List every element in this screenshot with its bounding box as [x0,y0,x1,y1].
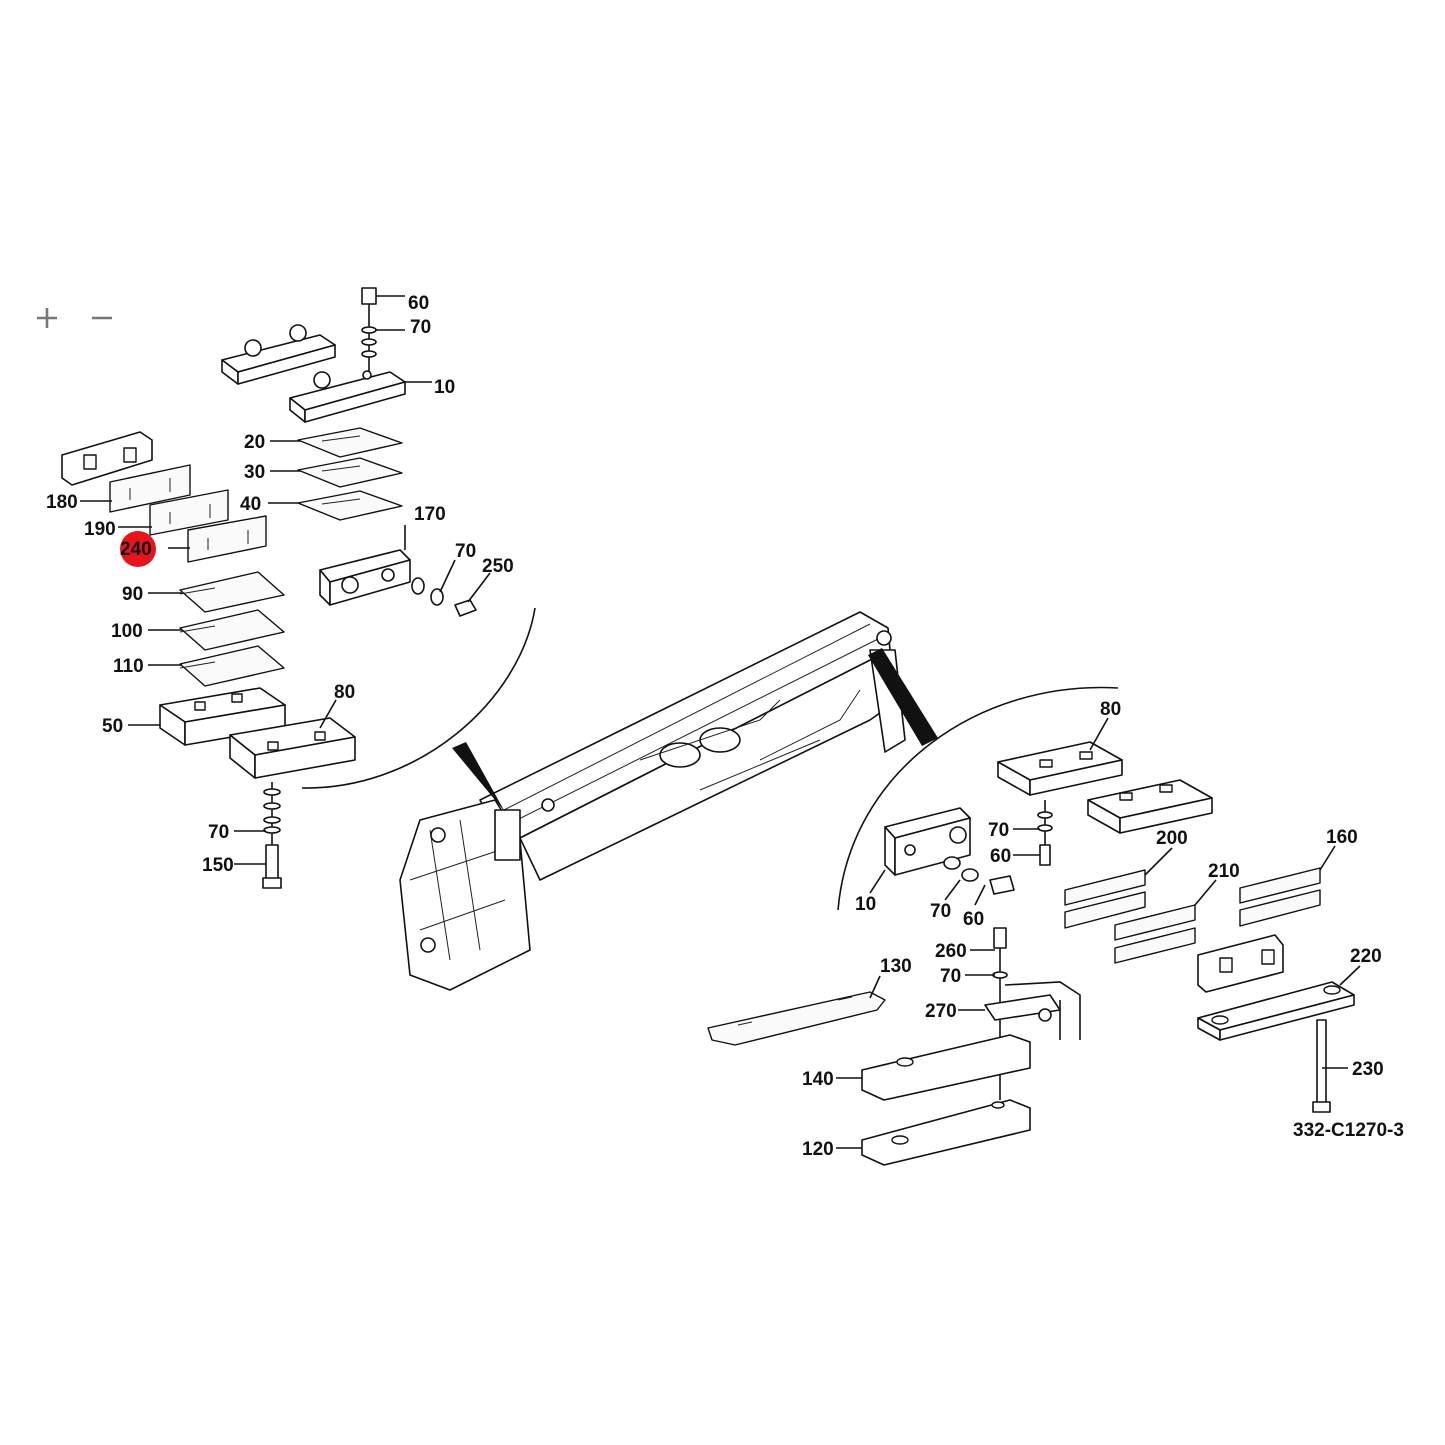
callout-90[interactable]: 90 [122,584,143,605]
crane-boom-illustration [399,611,906,991]
callout-270[interactable]: 270 [925,1001,957,1022]
callout-70[interactable]: 70 [455,541,476,562]
callout-50[interactable]: 50 [102,716,123,737]
figure-code-label: 332-C1270-3 [1293,1120,1404,1141]
callout-190[interactable]: 190 [84,519,116,540]
callout-150[interactable]: 150 [202,855,234,876]
callout-40[interactable]: 40 [240,494,261,515]
callout-240[interactable]: 240 [120,539,152,560]
highlight-marker[interactable] [120,531,156,567]
minus-icon [92,316,112,320]
callout-120[interactable]: 120 [802,1139,834,1160]
callout-70[interactable]: 70 [208,822,229,843]
callout-70[interactable]: 70 [988,820,1009,841]
callout-60[interactable]: 60 [408,293,429,314]
callout-140[interactable]: 140 [802,1069,834,1090]
callout-220[interactable]: 220 [1350,946,1382,967]
callout-130[interactable]: 130 [880,956,912,977]
callout-80[interactable]: 80 [334,682,355,703]
callout-70[interactable]: 70 [930,901,951,922]
callout-80[interactable]: 80 [1100,699,1121,720]
right-detail-parts [707,741,1355,1166]
callout-250[interactable]: 250 [482,556,514,577]
callout-160[interactable]: 160 [1326,827,1358,848]
callout-10[interactable]: 10 [855,894,876,915]
callout-180[interactable]: 180 [46,492,78,513]
callout-200[interactable]: 200 [1156,828,1188,849]
zoom-out-button[interactable] [82,298,122,338]
plus-icon [37,308,57,328]
callout-60[interactable]: 60 [963,909,984,930]
callouts-right: 80 70 60 200 160 10 70 60 210 260 70 270… [802,699,1384,1160]
callout-170[interactable]: 170 [414,504,446,525]
callout-70[interactable]: 70 [940,966,961,987]
detail-leader-left [301,607,536,812]
callout-10[interactable]: 10 [434,377,455,398]
leader-lines [80,295,1361,1149]
callout-210[interactable]: 210 [1208,861,1240,882]
callout-20[interactable]: 20 [244,432,265,453]
callouts-left: 60 70 10 20 30 40 180 190 240 170 70 250… [46,293,514,876]
callout-100[interactable]: 100 [111,621,143,642]
callout-230[interactable]: 230 [1352,1059,1384,1080]
callout-70[interactable]: 70 [410,317,431,338]
zoom-in-button[interactable] [27,298,67,338]
callout-110[interactable]: 110 [113,656,144,677]
left-detail-parts [61,287,477,889]
callout-260[interactable]: 260 [935,941,967,962]
callout-60[interactable]: 60 [990,846,1011,867]
callout-30[interactable]: 30 [244,462,265,483]
detail-leader-right [837,648,1119,911]
